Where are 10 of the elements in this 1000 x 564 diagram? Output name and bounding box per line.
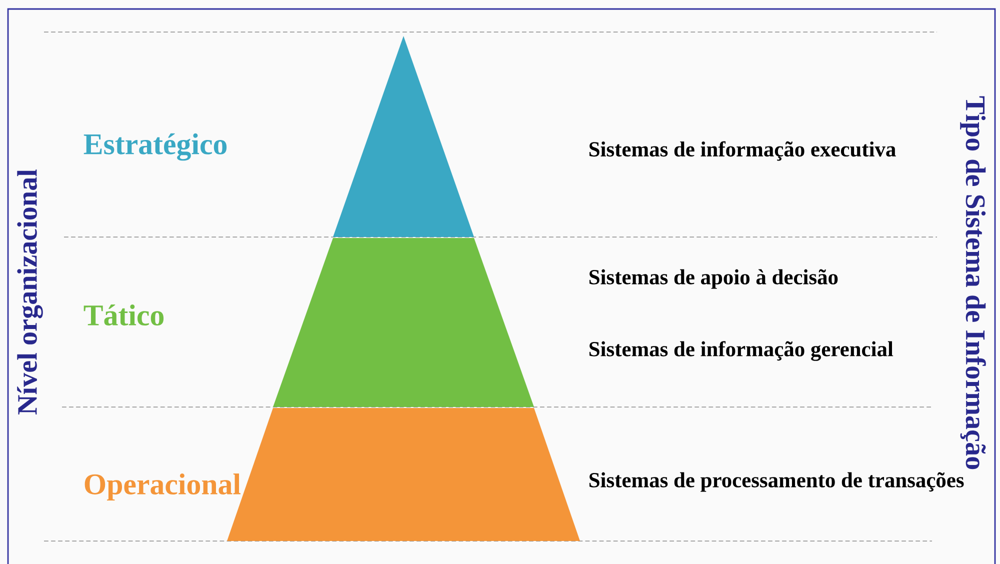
system-label: Sistemas de apoio à decisão	[590, 269, 838, 289]
system-label: Sistemas de informação gerencial	[590, 341, 894, 361]
system-label: Sistemas de informação executiva	[590, 141, 896, 161]
level-label: Tático	[84, 304, 164, 326]
pyramid-tier	[273, 238, 534, 407]
pyramid-tier	[333, 36, 474, 237]
axis-title: Tipo de Sistema de Informação	[960, 96, 986, 470]
level-label: Estratégico	[84, 133, 227, 161]
axis-title: Nível organizacional	[17, 169, 43, 414]
level-label: Operacional	[84, 473, 241, 501]
